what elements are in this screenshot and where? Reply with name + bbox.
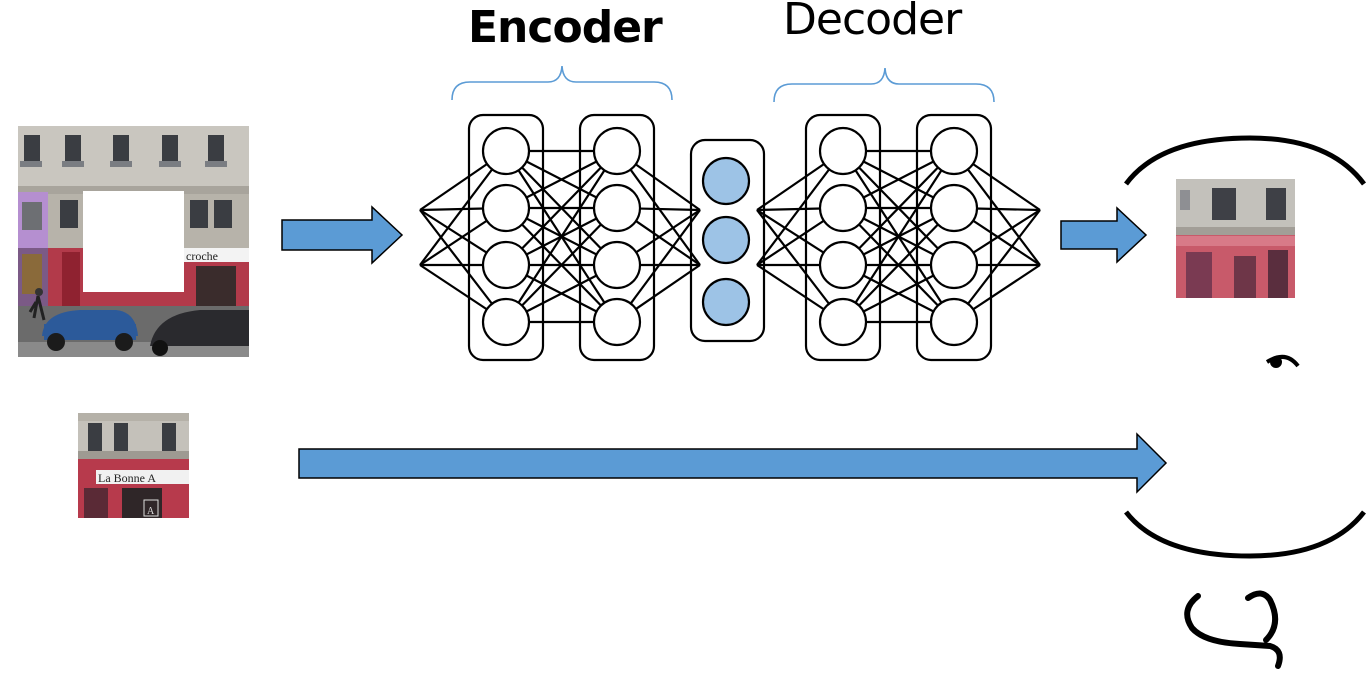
connection-line — [842, 150, 955, 266]
bottleneck-neuron — [701, 277, 751, 327]
encoder-layer-1-neuron — [481, 183, 531, 233]
encoder-layer-1-box — [467, 113, 545, 362]
decoder-layer-2-neuron — [929, 240, 979, 290]
decoder-layer-1-neuron — [818, 297, 868, 347]
encoder-layer-2-neuron — [592, 183, 642, 233]
connection-line — [842, 207, 955, 323]
encoder-layer-1-neuron — [481, 126, 531, 176]
bottleneck-neuron — [701, 215, 751, 265]
neural-network — [419, 113, 1041, 362]
predicted-patch-image — [1176, 179, 1295, 298]
encoder-brace — [451, 65, 673, 101]
loss-symbol — [1123, 135, 1367, 669]
connection-line — [842, 150, 955, 323]
crop-sign-text: La Bonne A — [98, 471, 156, 485]
decoder-layer-1-box — [804, 113, 882, 362]
bottleneck-box — [689, 138, 766, 343]
decoder-layer-2-neuron — [929, 126, 979, 176]
decoder-title: Decoder — [783, 0, 962, 45]
connection-line — [505, 150, 618, 323]
connection-line — [505, 150, 618, 266]
decoder-layer-1-neuron — [818, 126, 868, 176]
masked-input-image: croche — [18, 126, 249, 357]
decoder-layer-2-neuron — [929, 297, 979, 347]
decoder-layer-2-neuron — [929, 183, 979, 233]
context-crop-image: La Bonne A A — [78, 413, 189, 518]
decoder-brace — [773, 67, 995, 103]
encoder-layer-2-neuron — [592, 297, 642, 347]
decoder-layer-2-box — [915, 113, 993, 362]
output-arrow — [1060, 206, 1148, 264]
storefront-sign-text: croche — [186, 249, 218, 263]
encoder-layer-2-neuron — [592, 240, 642, 290]
bottleneck-neuron — [701, 156, 751, 206]
context-arrow — [298, 432, 1168, 494]
door-mark-text: A — [147, 506, 155, 517]
masked-region — [83, 191, 184, 292]
encoder-layer-2-neuron — [592, 126, 642, 176]
encoder-layer-1-neuron — [481, 240, 531, 290]
decoder-layer-1-neuron — [818, 240, 868, 290]
connection-line — [505, 207, 618, 323]
decoder-layer-1-neuron — [818, 183, 868, 233]
encoder-title: Encoder — [468, 2, 663, 53]
input-arrow — [281, 205, 404, 265]
encoder-layer-1-neuron — [481, 297, 531, 347]
encoder-layer-2-box — [578, 113, 656, 362]
